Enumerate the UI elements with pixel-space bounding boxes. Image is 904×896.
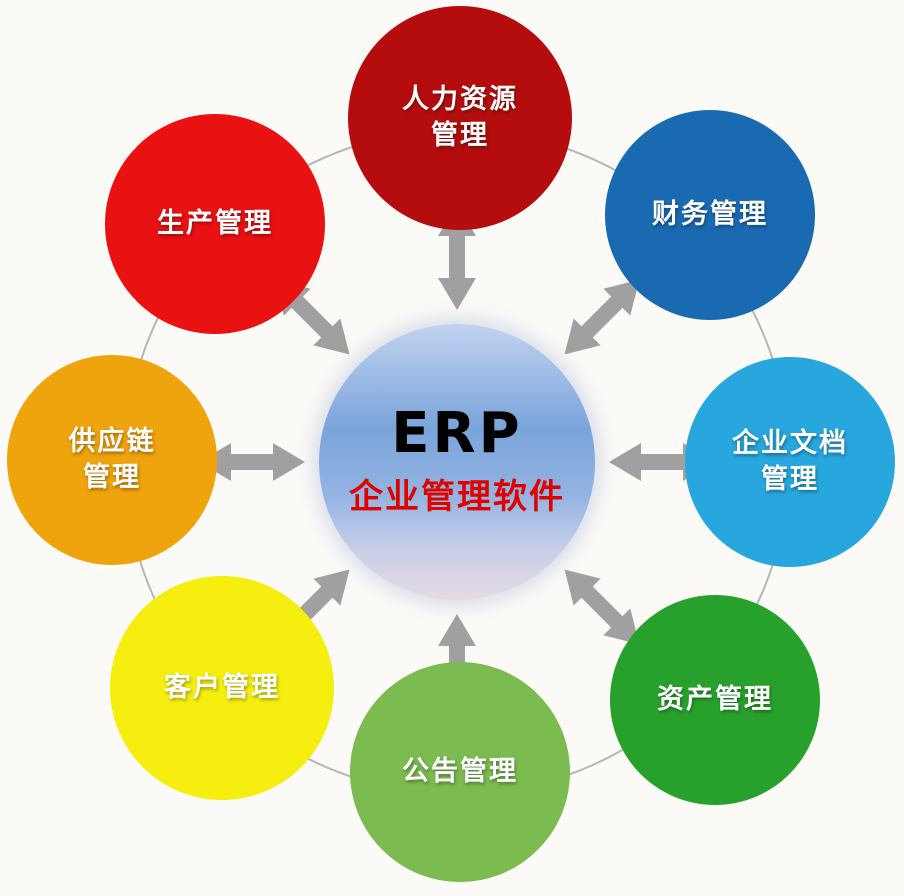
center-title: ERP <box>391 401 523 467</box>
node-human-resources: 人力资源 管理 <box>348 6 572 230</box>
node-label: 供应链 <box>68 425 156 457</box>
node-label: 人力资源 <box>402 83 518 115</box>
node-finance: 财务管理 <box>605 110 815 320</box>
node-announcements: 公告管理 <box>350 662 570 882</box>
center-subtitle: 企业管理软件 <box>349 476 565 517</box>
center-hub: ERP 企业管理软件 <box>319 324 595 600</box>
node-label: 管理 <box>761 464 819 495</box>
node-enterprise-docs: 企业文档 管理 <box>685 357 895 567</box>
node-label: 客户管理 <box>164 671 280 703</box>
node-supply-chain: 供应链 管理 <box>7 355 217 565</box>
node-label: 公告管理 <box>402 755 518 787</box>
node-label: 生产管理 <box>157 207 273 239</box>
node-label: 企业文档 <box>732 427 848 459</box>
node-production: 生产管理 <box>105 114 325 334</box>
node-label: 资产管理 <box>657 683 773 715</box>
node-label: 财务管理 <box>652 198 768 230</box>
node-label: 管理 <box>83 462 141 493</box>
node-assets: 资产管理 <box>610 595 820 805</box>
node-label: 管理 <box>431 120 489 151</box>
node-customers: 客户管理 <box>110 576 334 800</box>
